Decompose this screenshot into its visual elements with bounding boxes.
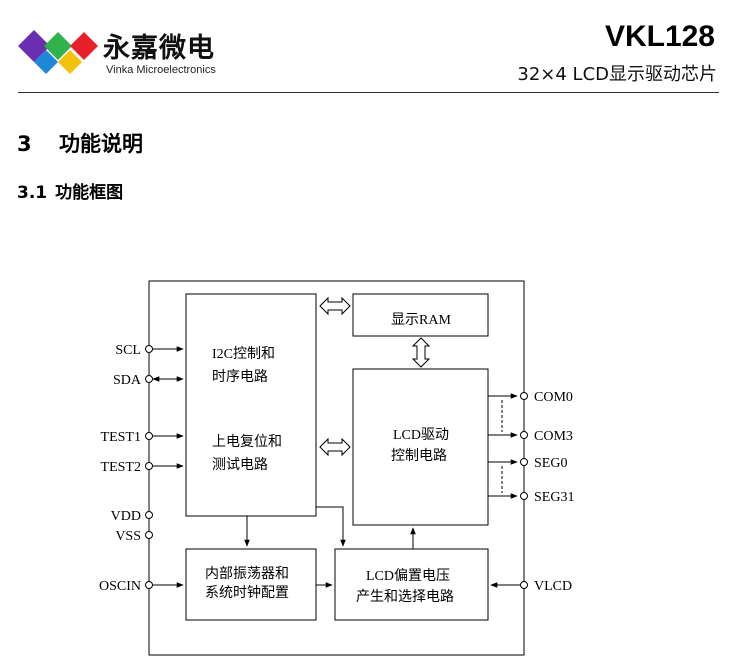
label-scl: SCL bbox=[115, 343, 141, 358]
label-seg0: SEG0 bbox=[534, 456, 567, 471]
company-subtitle: Vinka Microelectronics bbox=[106, 64, 216, 76]
wire-i2c-to-bias bbox=[316, 506, 346, 547]
pin-test1 bbox=[145, 432, 153, 440]
pin-scl bbox=[145, 345, 153, 353]
bias-label-line2: 产生和选择电路 bbox=[356, 589, 454, 605]
bias-block bbox=[334, 548, 489, 621]
subsection-heading: 3.1 功能框图 bbox=[17, 178, 123, 203]
company-name: 永嘉微电 bbox=[103, 33, 215, 64]
i2c-label-line2: 时序电路 bbox=[212, 369, 268, 385]
subsection-title: 功能框图 bbox=[55, 183, 124, 203]
label-com3: COM3 bbox=[534, 429, 573, 444]
pin-vss bbox=[145, 531, 153, 539]
oscillator-label-line2: 系统时钟配置 bbox=[205, 584, 289, 601]
logo-diamond-blue bbox=[34, 50, 58, 74]
pin-seg0 bbox=[520, 458, 528, 466]
label-vlcd: VLCD bbox=[534, 579, 572, 594]
pin-vdd bbox=[145, 511, 153, 519]
section-number: 3 bbox=[17, 132, 32, 156]
subsection-number: 3.1 bbox=[17, 183, 48, 203]
i2c-label-line1: I2C控制和 bbox=[212, 346, 275, 362]
label-com0: COM0 bbox=[534, 390, 573, 405]
ram-block bbox=[352, 293, 489, 337]
company-logo bbox=[18, 30, 98, 74]
por-label-line2: 测试电路 bbox=[212, 457, 268, 473]
bus-arrow-driver bbox=[319, 437, 351, 457]
logo-diamond-yellow bbox=[58, 50, 82, 74]
pin-oscin bbox=[145, 581, 153, 589]
section-title: 功能说明 bbox=[59, 132, 143, 156]
pin-vlcd bbox=[520, 581, 528, 589]
lcd-driver-label-line1: LCD驱动 bbox=[393, 427, 449, 443]
label-seg31: SEG31 bbox=[534, 490, 574, 505]
lcd-driver-label-line2: 控制电路 bbox=[391, 448, 447, 464]
ram-label: 显示RAM bbox=[391, 313, 451, 328]
bias-label-line1: LCD偏置电压 bbox=[366, 568, 450, 584]
label-test2: TEST2 bbox=[101, 460, 141, 475]
por-label-line1: 上电复位和 bbox=[212, 433, 282, 450]
model-number: VKL128 bbox=[604, 20, 715, 53]
pin-test2 bbox=[145, 462, 153, 470]
pin-seg31 bbox=[520, 492, 528, 500]
label-test1: TEST1 bbox=[101, 430, 141, 445]
pin-com0 bbox=[520, 392, 528, 400]
bus-arrow-ram bbox=[319, 296, 351, 316]
lcd-driver-block bbox=[352, 368, 489, 526]
oscillator-block bbox=[185, 548, 317, 621]
oscillator-label-line1: 内部振荡器和 bbox=[205, 566, 289, 582]
label-vss: VSS bbox=[115, 529, 141, 544]
section-heading: 3 功能说明 bbox=[17, 128, 143, 158]
logo-diamond-red bbox=[70, 32, 98, 60]
label-oscin: OSCIN bbox=[99, 579, 141, 594]
logo-diamond-green bbox=[44, 32, 72, 60]
header-divider bbox=[18, 92, 719, 93]
chip-description: 32×4 LCD显示驱动芯片 bbox=[517, 64, 717, 85]
bus-arrow-ram-driver bbox=[411, 337, 431, 368]
pin-sda bbox=[145, 375, 153, 383]
i2c-por-block bbox=[185, 293, 317, 517]
label-vdd: VDD bbox=[111, 509, 141, 524]
label-sda: SDA bbox=[113, 373, 142, 388]
pin-com3 bbox=[520, 431, 528, 439]
